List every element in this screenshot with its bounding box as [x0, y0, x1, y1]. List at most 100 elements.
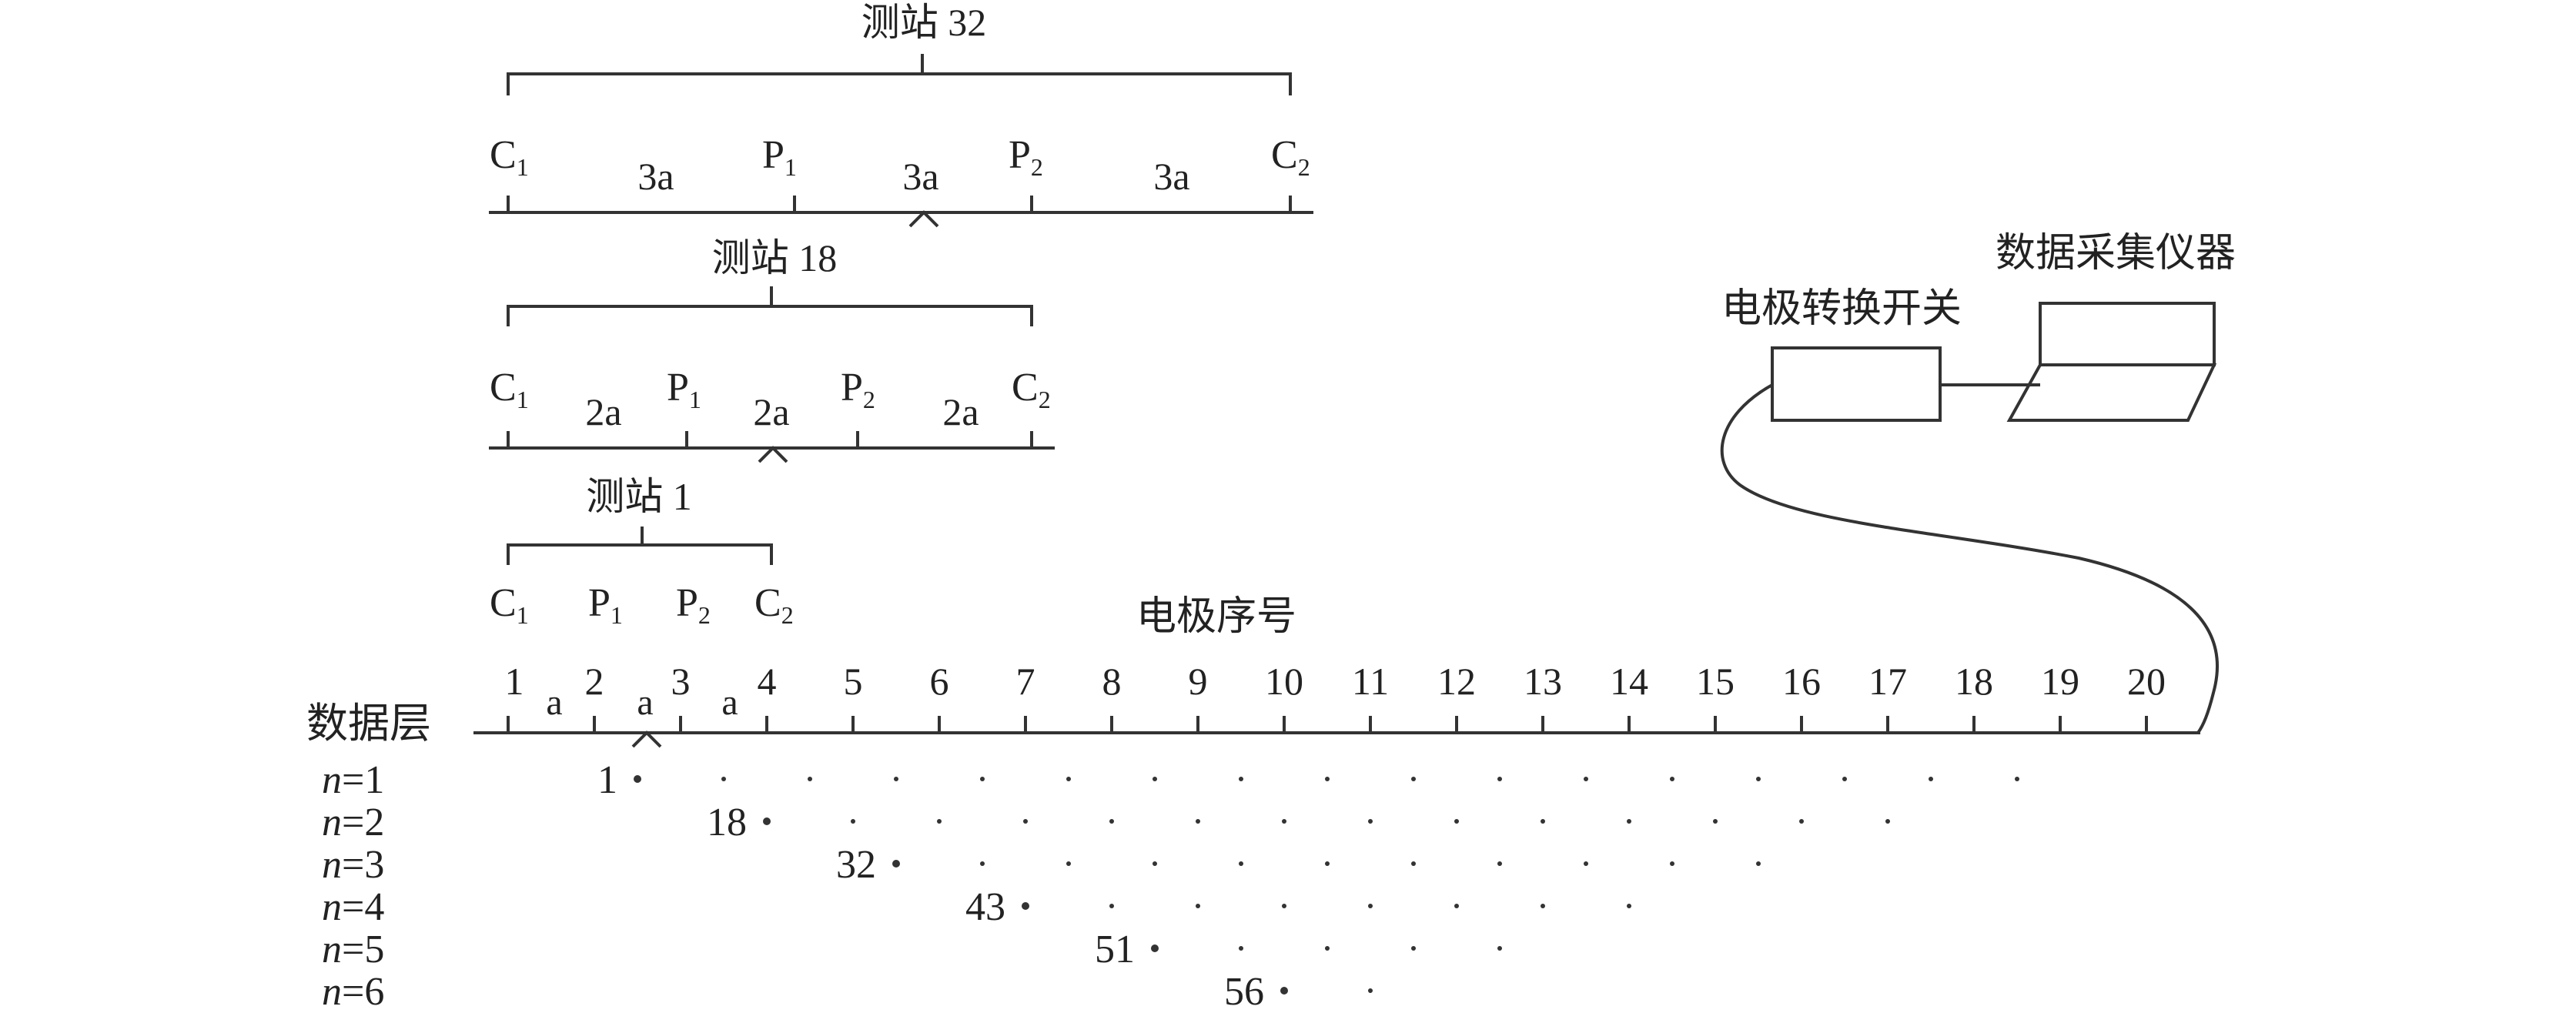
electrode-number-7: 7 — [1016, 660, 1035, 703]
data-point-n3-1 — [892, 860, 900, 868]
data-point-n2-6 — [1196, 819, 1200, 824]
station-18-label-c1: C1 — [490, 366, 529, 413]
data-point-n1-4 — [894, 777, 898, 781]
instrument-keyboard-icon — [2006, 363, 2217, 422]
data-point-n2-9 — [1454, 819, 1459, 824]
electrode-number-9: 9 — [1189, 660, 1208, 703]
station-1-label-c2: C2 — [754, 581, 794, 629]
layer-row-4: n=4 43 — [322, 885, 1631, 929]
station-18-title: 测站 18 — [712, 236, 838, 279]
station-1-bracket — [507, 527, 773, 565]
data-point-n1-7 — [1153, 777, 1157, 781]
electrode-title: 电极序号 — [1136, 595, 1296, 639]
data-point-n4-4 — [1282, 904, 1286, 908]
switch-label: 电极转换开关 — [1721, 287, 1962, 331]
base-spacing-3: a — [721, 682, 738, 723]
station-32-label-p2: P2 — [1009, 133, 1043, 181]
data-point-n1-8 — [1239, 777, 1243, 781]
station-32-bracket — [507, 54, 1292, 95]
electrode-number-12: 12 — [1437, 660, 1476, 703]
layer-label-4: n=4 — [322, 885, 384, 929]
station-32: 测站 32 C1 P1 P2 C2 3a 3a 3a — [489, 1, 1313, 228]
data-point-n4-5 — [1368, 904, 1373, 908]
station-18: 测站 18 C1 P1 P2 C2 2a 2a 2a — [489, 236, 1055, 463]
station-1: 测站 1 C1 P1 P2 C2 — [490, 475, 794, 629]
data-point-n1-13 — [1670, 777, 1674, 781]
station-18-spacing-3: 2a — [942, 390, 979, 433]
data-point-n2-11 — [1627, 819, 1631, 824]
data-point-n1-10 — [1411, 777, 1416, 781]
station-32-label-c2: C2 — [1271, 133, 1310, 181]
layer-label-6: n=6 — [322, 970, 384, 1014]
data-point-n1-14 — [1756, 777, 1761, 781]
base-spacing-2: a — [637, 682, 653, 723]
station-1-label-c1: C1 — [490, 581, 529, 629]
station-1-midpoint-caret — [631, 730, 662, 748]
switch-electrode-cable — [1720, 383, 2219, 734]
data-point-n3-4 — [1153, 861, 1157, 866]
layer-label-2: n=2 — [322, 801, 384, 844]
data-point-n5-4 — [1411, 946, 1416, 951]
data-point-n2-12 — [1713, 819, 1718, 824]
electrode-number-17: 17 — [1868, 660, 1907, 703]
data-point-n3-8 — [1497, 861, 1502, 866]
data-point-n3-9 — [1584, 861, 1588, 866]
station-32-label-p1: P1 — [762, 133, 797, 181]
data-point-n4-8 — [1627, 904, 1631, 908]
station-32-spacing-1: 3a — [637, 155, 674, 198]
station-32-label-c1: C1 — [490, 133, 529, 181]
electrode-number-1: 1 — [505, 660, 524, 703]
instrument-screen-icon — [2039, 302, 2216, 366]
station-18-label-c2: C2 — [1012, 366, 1051, 413]
electrode-number-19: 19 — [2041, 660, 2079, 703]
data-point-n5-2 — [1239, 946, 1243, 951]
data-point-n1-17 — [2015, 777, 2019, 781]
layer-first-index-4: 43 — [965, 885, 1005, 929]
data-point-n2-7 — [1282, 819, 1286, 824]
data-point-n2-13 — [1799, 819, 1804, 824]
station-18-spacing-1: 2a — [585, 390, 621, 433]
electrode-switch-box — [1771, 346, 1942, 422]
station-18-midpoint-caret — [758, 446, 788, 463]
electrode-number-16: 16 — [1782, 660, 1821, 703]
station-32-midpoint-caret — [908, 210, 939, 228]
data-point-n1-15 — [1842, 777, 1847, 781]
station-32-spacing-2: 3a — [902, 155, 938, 198]
data-point-n2-2 — [851, 819, 855, 824]
station-18-label-p2: P2 — [841, 366, 875, 413]
data-point-n1-5 — [980, 777, 985, 781]
data-point-n3-10 — [1670, 861, 1674, 866]
electrode-number-2: 2 — [585, 660, 604, 703]
electrode-number-20: 20 — [2127, 660, 2166, 703]
data-point-n3-2 — [980, 861, 985, 866]
data-point-n2-5 — [1109, 819, 1114, 824]
instrument-label: 数据采集仪器 — [1996, 232, 2236, 276]
data-point-n1-16 — [1929, 777, 1933, 781]
data-point-n4-6 — [1454, 904, 1459, 908]
electrode-number-11: 11 — [1352, 660, 1389, 703]
data-point-n4-2 — [1109, 904, 1114, 908]
data-point-n3-7 — [1411, 861, 1416, 866]
electrode-number-10: 10 — [1265, 660, 1303, 703]
data-point-n6-1 — [1280, 987, 1288, 995]
equipment: 电极转换开关 数据采集仪器 — [1720, 232, 2236, 734]
data-point-n2-4 — [1023, 819, 1028, 824]
electrode-number-8: 8 — [1102, 660, 1122, 703]
station-32-title: 测站 32 — [861, 1, 987, 44]
data-point-n1-3 — [808, 777, 812, 781]
electrode-number-14: 14 — [1610, 660, 1648, 703]
layer-label-5: n=5 — [322, 928, 384, 971]
data-layer-label: 数据层 — [306, 700, 431, 747]
data-point-n1-1 — [634, 775, 641, 783]
layer-label-3: n=3 — [322, 843, 384, 887]
electrode-number-5: 5 — [844, 660, 863, 703]
data-point-n2-10 — [1541, 819, 1545, 824]
data-point-n5-5 — [1497, 946, 1502, 951]
